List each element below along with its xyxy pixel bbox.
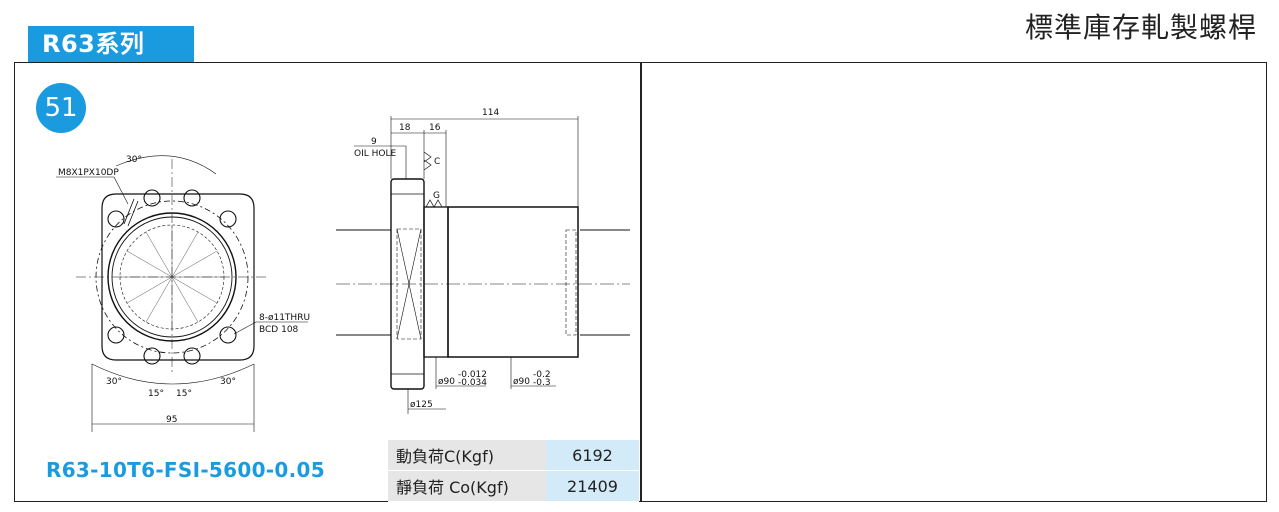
load-spec-table: 動負荷C(Kgf) 6192 靜負荷 Co(Kgf) 21409 <box>388 440 639 502</box>
panel-divider <box>640 62 642 502</box>
angle-arc-bottom <box>91 363 255 385</box>
label-grind-g: G <box>433 191 440 201</box>
label-angle-bl: 15° <box>148 389 164 399</box>
label-dia-flange: ø125 <box>410 400 433 410</box>
thru-leader <box>233 321 257 335</box>
label-tap: M8X1PX10DP <box>58 168 119 178</box>
label-dia-body: ø90 <box>513 377 530 387</box>
label-dia-fit-tol-low: -0.034 <box>458 378 487 388</box>
label-angle-right: 30° <box>220 377 236 387</box>
fit-section <box>423 206 449 358</box>
series-tab: R63系列 <box>28 26 194 62</box>
front-view <box>56 155 308 432</box>
table-row: 動負荷C(Kgf) 6192 <box>388 440 639 471</box>
label-bcd: BCD 108 <box>259 325 299 335</box>
page-title: 標準庫存軋製螺桿 <box>1024 11 1257 44</box>
label-grind-c: C <box>434 157 440 167</box>
flange-outline <box>101 193 255 361</box>
tap-hole <box>123 198 139 227</box>
label-overall: 114 <box>482 108 499 118</box>
bolt-holes <box>107 189 237 365</box>
spec-label: 靜負荷 Co(Kgf) <box>388 470 546 502</box>
nut-body <box>447 206 579 358</box>
label-dia-fit: ø90 <box>438 377 455 387</box>
label-thru: 8-ø11THRU <box>259 313 310 323</box>
label-dia-body-tol-low: -0.3 <box>533 378 551 388</box>
spec-value: 21409 <box>546 470 639 502</box>
tap-leader <box>113 176 129 205</box>
technical-drawing: 30° M8X1PX10DP 8-ø11THRU BCD 108 30° 30°… <box>56 108 630 432</box>
label-angle-left: 30° <box>106 377 122 387</box>
spec-value: 6192 <box>546 440 639 471</box>
model-number: R63-10T6-FSI-5600-0.05 <box>46 458 325 482</box>
label-angle-br: 15° <box>176 389 192 399</box>
label-oil-hole: OIL HOLE <box>354 149 396 159</box>
angle-arc-top <box>115 155 217 175</box>
label-dia-fit-tol-up: -0.012 <box>458 370 487 380</box>
label-angle-top: 30° <box>126 155 142 165</box>
label-step: 16 <box>429 123 441 133</box>
drawing-number-badge: 51 <box>36 83 86 133</box>
label-width: 95 <box>166 415 177 425</box>
label-oil-size: 9 <box>371 137 377 147</box>
side-view <box>336 116 630 414</box>
table-row: 靜負荷 Co(Kgf) 21409 <box>388 470 639 502</box>
spec-label: 動負荷C(Kgf) <box>388 440 546 471</box>
label-flange: 18 <box>399 123 411 133</box>
label-dia-body-tol-up: -0.2 <box>533 370 551 380</box>
